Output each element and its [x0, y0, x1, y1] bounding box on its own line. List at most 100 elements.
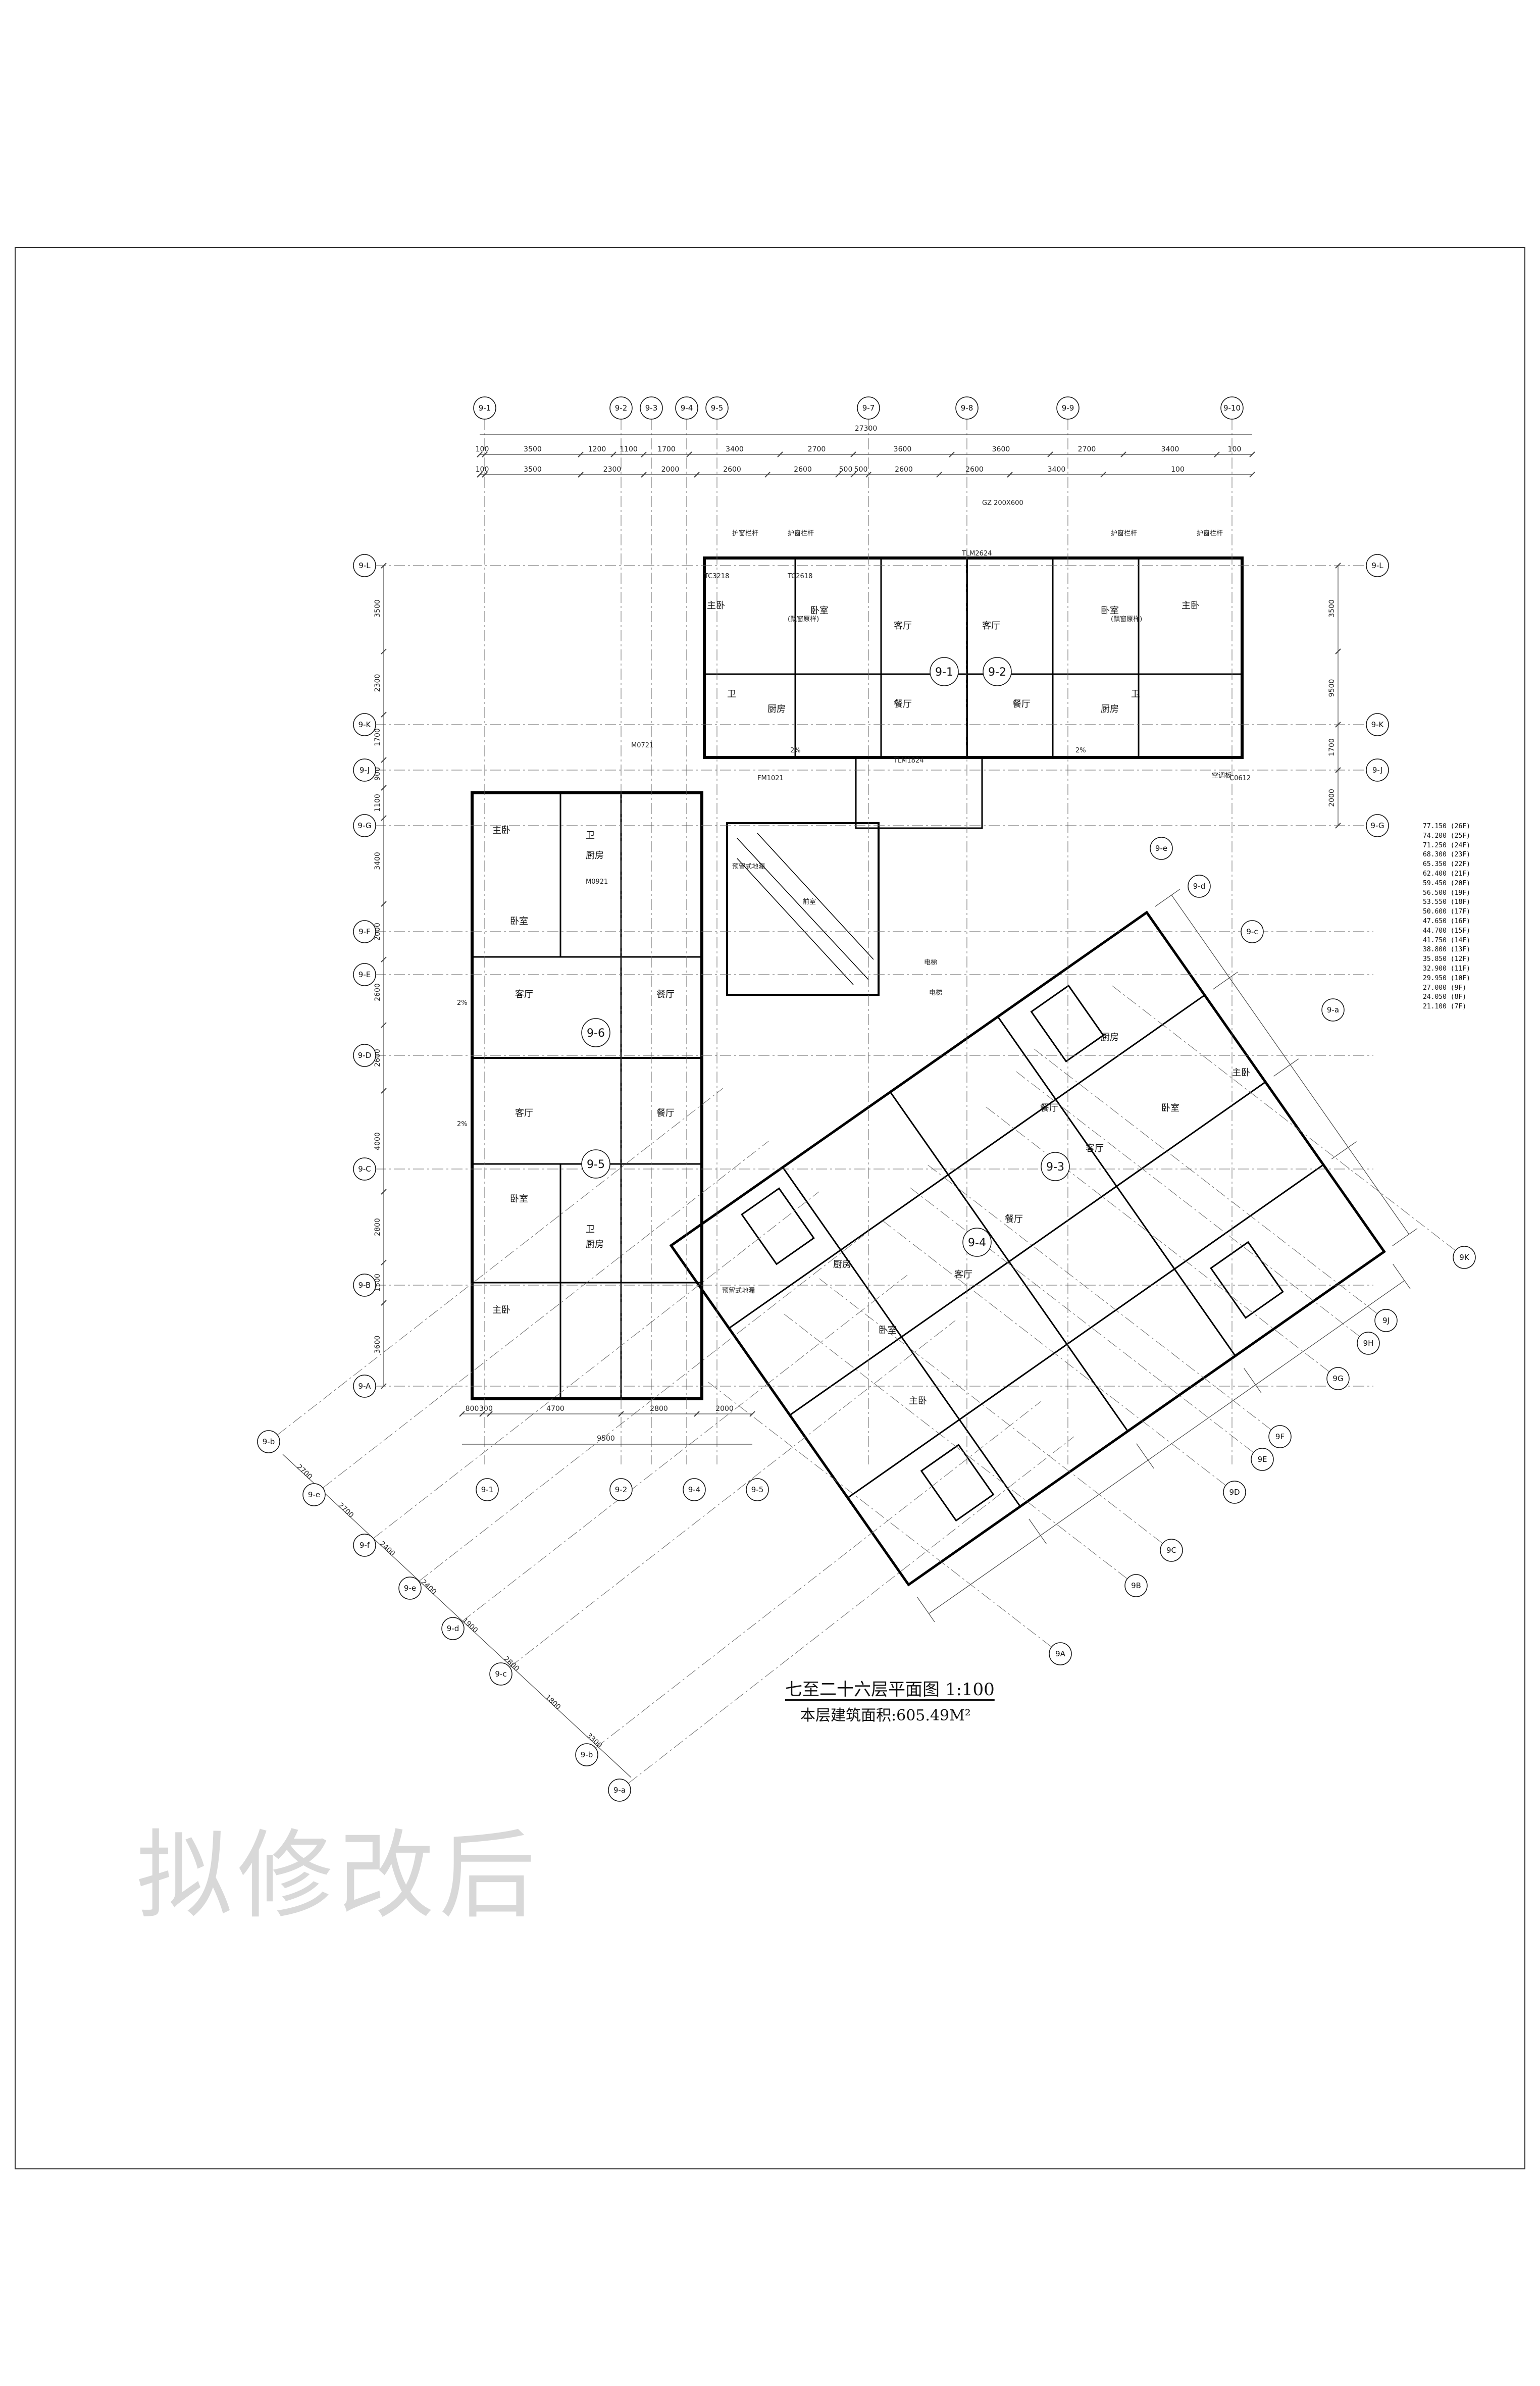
dimension-tick	[578, 451, 584, 458]
dimension-label: 1700	[657, 445, 676, 453]
axis-bubble-label: 9-e	[308, 1490, 320, 1499]
axis-bubble-label: 9-5	[711, 403, 724, 413]
grid-line	[881, 1219, 1226, 1486]
axis-bubble	[675, 396, 698, 420]
revision-watermark: 拟修改后	[136, 1820, 541, 1932]
axis-bubble	[353, 920, 376, 943]
dimension-tick	[1335, 823, 1341, 829]
axis-bubble	[1366, 814, 1389, 837]
room-label: 厨房	[1101, 1032, 1119, 1043]
dimension-tick	[865, 472, 871, 478]
grid-line	[782, 1312, 1127, 1579]
dimension-tick	[835, 472, 841, 478]
axis-bubble-label: 9-1	[481, 1485, 494, 1494]
floor-level-row: 32.900 (11F)	[1423, 964, 1470, 973]
floor-level-row: 59.450 (20F)	[1423, 879, 1470, 887]
axis-bubble	[353, 1274, 376, 1297]
axis-bubble-label: 9-c	[495, 1669, 506, 1679]
axis-bubble	[353, 1157, 376, 1181]
axis-bubble	[353, 554, 376, 577]
room-label: 厨房	[1101, 704, 1119, 715]
grid-line	[628, 1436, 1074, 1784]
dimension-tick	[1212, 972, 1238, 990]
dimension-label: 2000	[661, 466, 680, 474]
dimension-tick	[1120, 451, 1126, 458]
grid-line	[1110, 984, 1456, 1251]
axis-bubble	[1150, 837, 1173, 860]
room-label: 主卧	[1232, 1068, 1250, 1078]
floor-level-table: 77.150 (26F)74.200 (25F)71.250 (24F)68.3…	[1423, 822, 1470, 1012]
axis-bubble-label: 9-2	[615, 403, 628, 413]
dimension-label: 100	[476, 466, 489, 474]
unit-tag-circle	[962, 1228, 992, 1257]
axis-bubble	[353, 758, 376, 782]
axis-bubble-label: 9E	[1257, 1455, 1267, 1464]
dimension-label: 2800	[650, 1405, 668, 1413]
room-label: 厨房	[586, 850, 604, 861]
floor-level-row: 56.500 (19F)	[1423, 889, 1470, 897]
annotation-note: 2%	[1075, 747, 1086, 754]
axis-bubble	[489, 1662, 512, 1686]
axis-bubble-label: 9-7	[862, 403, 875, 413]
dimension-lines	[282, 434, 1341, 1778]
floor-level-row: 74.200 (25F)	[1423, 832, 1470, 840]
area-label: 本层建筑面积:	[800, 1707, 897, 1724]
room-label: 主卧	[492, 1305, 510, 1315]
axis-bubble-label: 9-J	[360, 766, 370, 775]
grid-line	[461, 1275, 908, 1622]
axis-bubble-label: 9-L	[358, 561, 371, 570]
dimension-tick	[1335, 563, 1341, 569]
rotated-wing	[669, 889, 1418, 1622]
axis-bubble-label: 9-4	[688, 1485, 701, 1494]
axis-bubble-label: 9-c	[1246, 927, 1258, 936]
axis-bubble	[353, 1375, 376, 1398]
room-label: 餐厅	[1040, 1103, 1058, 1113]
dimension-tick	[1029, 1518, 1047, 1544]
axis-bubble-label: 9H	[1363, 1339, 1374, 1348]
dimension-tick	[479, 1411, 485, 1417]
room-label: 卧室	[510, 916, 528, 927]
axis-bubble	[1321, 998, 1345, 1022]
annotation-note: TLM2624	[961, 550, 992, 557]
annotation-notes: 护窗栏杆护窗栏杆护窗栏杆护窗栏杆(飘窗原样)(飘窗原样)空调板预留式地漏预留式地…	[457, 499, 1251, 1295]
room-label: 厨房	[586, 1239, 604, 1250]
annotation-note: 护窗栏杆	[1111, 529, 1137, 537]
unit-tag-circle	[1041, 1152, 1070, 1181]
dimension-label: 3400	[1048, 466, 1066, 474]
axis-bubble-label: 9-J	[1372, 766, 1382, 775]
axis-bubble-label: 9A	[1055, 1649, 1066, 1658]
axis-bubble	[857, 396, 880, 420]
dimension-label: 4700	[546, 1405, 564, 1413]
floor-level-row: 77.150 (26F)	[1423, 823, 1470, 830]
room-label: 客厅	[1086, 1143, 1104, 1154]
room-label: 卫	[727, 689, 736, 699]
axis-bubble-label: 9-e	[1155, 844, 1167, 853]
room-label: 餐厅	[656, 989, 675, 1000]
dimension-label: 2700	[336, 1501, 355, 1519]
axis-bubble-label: 9G	[1332, 1374, 1343, 1383]
room-label: 餐厅	[656, 1108, 675, 1119]
annotation-note: 护窗栏杆	[788, 529, 814, 537]
axis-bubble-label: 9-L	[1371, 561, 1383, 570]
axis-bubble	[1223, 1481, 1246, 1504]
dimension-line	[929, 1280, 1405, 1614]
annotation-note: GZ 200X600	[982, 499, 1023, 507]
axis-bubble-label: 9-b	[263, 1437, 275, 1446]
rotated-wing-dimension-lines	[917, 889, 1418, 1622]
dimension-label: 3500	[524, 445, 542, 453]
axis-bubble	[353, 1044, 376, 1067]
axis-bubble	[705, 396, 729, 420]
room-label: 客厅	[515, 989, 533, 1000]
floor-level-row: 50.600 (17F)	[1423, 908, 1470, 916]
floor-level-row: 29.950 (10F)	[1423, 974, 1470, 982]
area-value: 605.49M²	[896, 1707, 971, 1724]
dimension-label: 2400	[419, 1578, 438, 1596]
dimension-label: 2700	[1078, 445, 1096, 453]
grid-line	[984, 1105, 1329, 1372]
dimension-tick	[381, 563, 387, 569]
axis-bubble	[1366, 554, 1389, 577]
dimension-tick	[1249, 451, 1255, 458]
room-label: 主卧	[707, 600, 725, 611]
axis-bubble	[609, 1478, 633, 1501]
